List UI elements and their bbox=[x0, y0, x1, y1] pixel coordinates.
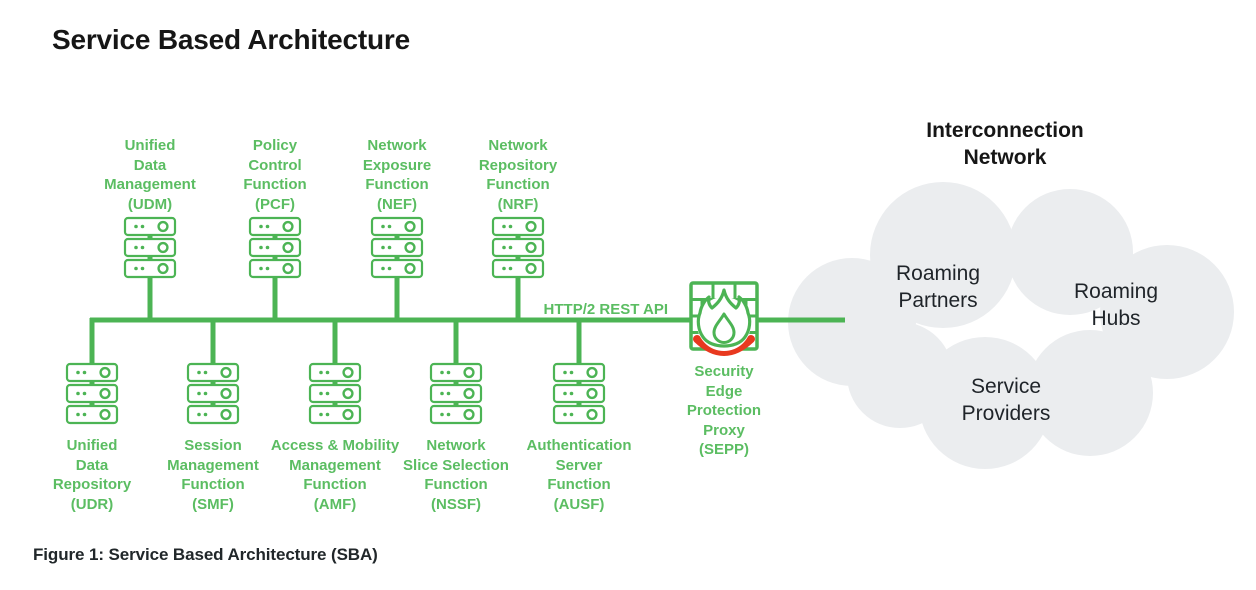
sepp-label: Security Edge Protection Proxy (SEPP) bbox=[686, 363, 762, 458]
cloud-item-service-providers: Service Providers bbox=[961, 375, 1051, 425]
nf-label-smf: Session Management Function (SMF) bbox=[167, 437, 259, 513]
nf-label-amf: Access & Mobility Management Function (A… bbox=[270, 437, 400, 513]
nf-label-ausf: Authentication Server Function (AUSF) bbox=[526, 437, 632, 513]
server-stack-icon-nrf bbox=[493, 218, 543, 277]
server-stack-icon-smf bbox=[188, 364, 238, 423]
figure-caption: Figure 1: Service Based Architecture (SB… bbox=[33, 545, 378, 564]
firewall-flame-icon bbox=[689, 281, 759, 356]
nf-label-udm: Unified Data Management (UDM) bbox=[104, 137, 196, 213]
nf-label-udr: Unified Data Repository (UDR) bbox=[52, 437, 132, 513]
page-title: Service Based Architecture bbox=[52, 24, 410, 55]
cloud-item-roaming-partners: Roaming Partners bbox=[895, 262, 981, 312]
server-stack-icon-udr bbox=[67, 364, 117, 423]
server-stack-icon-ausf bbox=[554, 364, 604, 423]
nf-label-nef: Network Exposure Function (NEF) bbox=[362, 137, 432, 213]
cloud-item-roaming-hubs: Roaming Hubs bbox=[1073, 280, 1159, 330]
nf-label-nssf: Network Slice Selection Function (NSSF) bbox=[403, 437, 509, 513]
server-stack-icon-udm bbox=[125, 218, 175, 277]
nf-label-nrf: Network Repository Function (NRF) bbox=[478, 137, 558, 213]
interconnection-network-title: Interconnection Network bbox=[926, 119, 1084, 169]
server-stack-icon-nssf bbox=[431, 364, 481, 423]
server-stack-icon-amf bbox=[310, 364, 360, 423]
server-stack-icon-pcf bbox=[250, 218, 300, 277]
nf-label-pcf: Policy Control Function (PCF) bbox=[243, 137, 307, 213]
server-stack-icon-nef bbox=[372, 218, 422, 277]
bus-api-label: HTTP/2 REST API bbox=[543, 301, 668, 318]
cloud-shape bbox=[788, 182, 1234, 469]
